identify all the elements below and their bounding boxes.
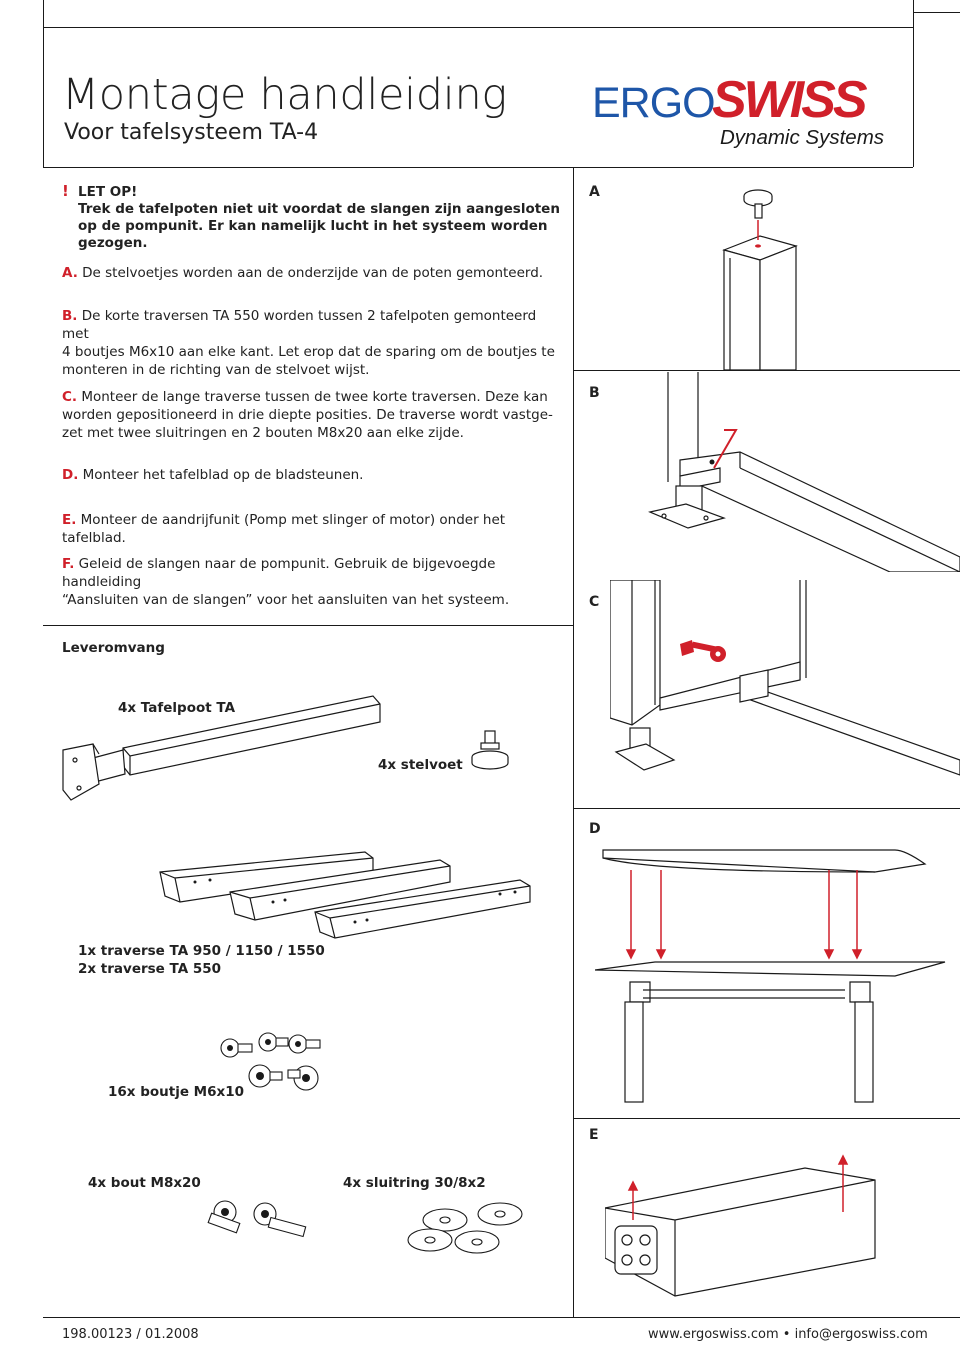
step-text: De stelvoetjes worden aan de onderzijde …: [82, 265, 544, 281]
step-letter: C.: [62, 389, 78, 405]
step-f: F. Geleid de slangen naar de pompunit. G…: [62, 555, 562, 609]
panel-c-bottom: [573, 808, 960, 809]
label-traverse: 1x traverse TA 950 / 1150 / 1550 2x trav…: [78, 943, 325, 977]
warning-icon: !: [62, 182, 69, 200]
scope-divider: [43, 625, 573, 626]
step-text: Monteer het tafelblad op de bladsteunen.: [82, 467, 364, 483]
foot-illustration: [471, 730, 509, 770]
traverse-illustration: [159, 851, 531, 939]
scope-title: Leveromvang: [62, 640, 165, 656]
ergoswiss-logo: ERGO SWISS Dynamic Systems: [592, 72, 884, 149]
washers-illustration: [407, 1202, 523, 1254]
panel-label-c: C: [589, 594, 600, 610]
step-b: B. De korte traversen TA 550 worden tuss…: [62, 307, 562, 379]
main-left-border: [43, 27, 44, 167]
screws-illustration: [220, 1032, 321, 1091]
bolts-illustration: [207, 1200, 307, 1238]
step-text: Monteer de aandrijfunit (Pomp met slinge…: [62, 512, 506, 546]
panel-b-illustration: [648, 372, 960, 572]
step-d: D. Monteer het tafelblad op de bladsteun…: [62, 466, 562, 484]
label-washer: 4x sluitring 30/8x2: [343, 1175, 486, 1191]
panel-column-divider: [573, 167, 574, 1317]
document-code: 198.00123 / 01.2008: [62, 1327, 199, 1342]
table-leg-illustration: [62, 695, 381, 801]
label-leg: 4x Tafelpoot TA: [118, 700, 236, 716]
step-e: E. Monteer de aandrijfunit (Pomp met sli…: [62, 511, 562, 547]
logo-swiss: SWISS: [712, 72, 868, 129]
step-text: Monteer de lange traverse tussen de twee…: [62, 389, 553, 441]
step-a: A. De stelvoetjes worden aan de onderzij…: [62, 264, 562, 282]
header-bottom-line: [43, 167, 913, 168]
step-letter: B.: [62, 308, 78, 324]
header-divider-right: [913, 12, 960, 13]
panel-label-d: D: [589, 821, 601, 837]
warning-text: LET OP! Trek de tafelpoten niet uit voor…: [78, 184, 560, 251]
email-link[interactable]: info@ergoswiss.com: [794, 1327, 928, 1342]
panel-label-b: B: [589, 385, 600, 401]
step-c: C. Monteer de lange traverse tussen de t…: [62, 388, 562, 442]
step-text: Geleid de slangen naar de pompunit. Gebr…: [62, 556, 510, 608]
panel-c-illustration: [610, 580, 960, 776]
label-foot: 4x stelvoet: [378, 757, 463, 773]
logo-tagline: Dynamic Systems: [720, 126, 884, 149]
panel-label-a: A: [589, 184, 600, 200]
website-link[interactable]: www.ergoswiss.com: [648, 1327, 779, 1342]
panel-a-illustration: [722, 189, 798, 370]
warning-block: ! LET OP! Trek de tafelpoten niet uit vo…: [62, 182, 562, 252]
footer-bullet: •: [782, 1327, 791, 1342]
step-letter: A.: [62, 265, 78, 281]
footer-contact: www.ergoswiss.com • info@ergoswiss.com: [648, 1327, 928, 1342]
step-letter: E.: [62, 512, 77, 528]
label-bolt: 4x bout M8x20: [88, 1175, 201, 1191]
logo-ergo: ERGO: [592, 79, 715, 127]
step-letter: D.: [62, 467, 79, 483]
page-title: Montage handleiding: [62, 70, 507, 120]
main-right-border: [913, 12, 914, 167]
step-letter: F.: [62, 556, 75, 572]
panel-e-illustration: [605, 1154, 876, 1297]
label-screw-small: 16x boutje M6x10: [108, 1084, 245, 1100]
header-divider: [43, 27, 913, 28]
panel-d-illustration: [595, 849, 946, 1103]
step-text: De korte traversen TA 550 worden tussen …: [62, 308, 555, 378]
panel-d-bottom: [573, 1118, 960, 1119]
panel-a-bottom: [573, 370, 960, 371]
footer-line: [43, 1317, 960, 1318]
page-subtitle: Voor tafelsysteem TA-4: [64, 120, 319, 145]
panel-label-e: E: [589, 1127, 599, 1143]
top-left-crop-line: [43, 0, 44, 27]
top-right-crop-line: [913, 0, 914, 12]
